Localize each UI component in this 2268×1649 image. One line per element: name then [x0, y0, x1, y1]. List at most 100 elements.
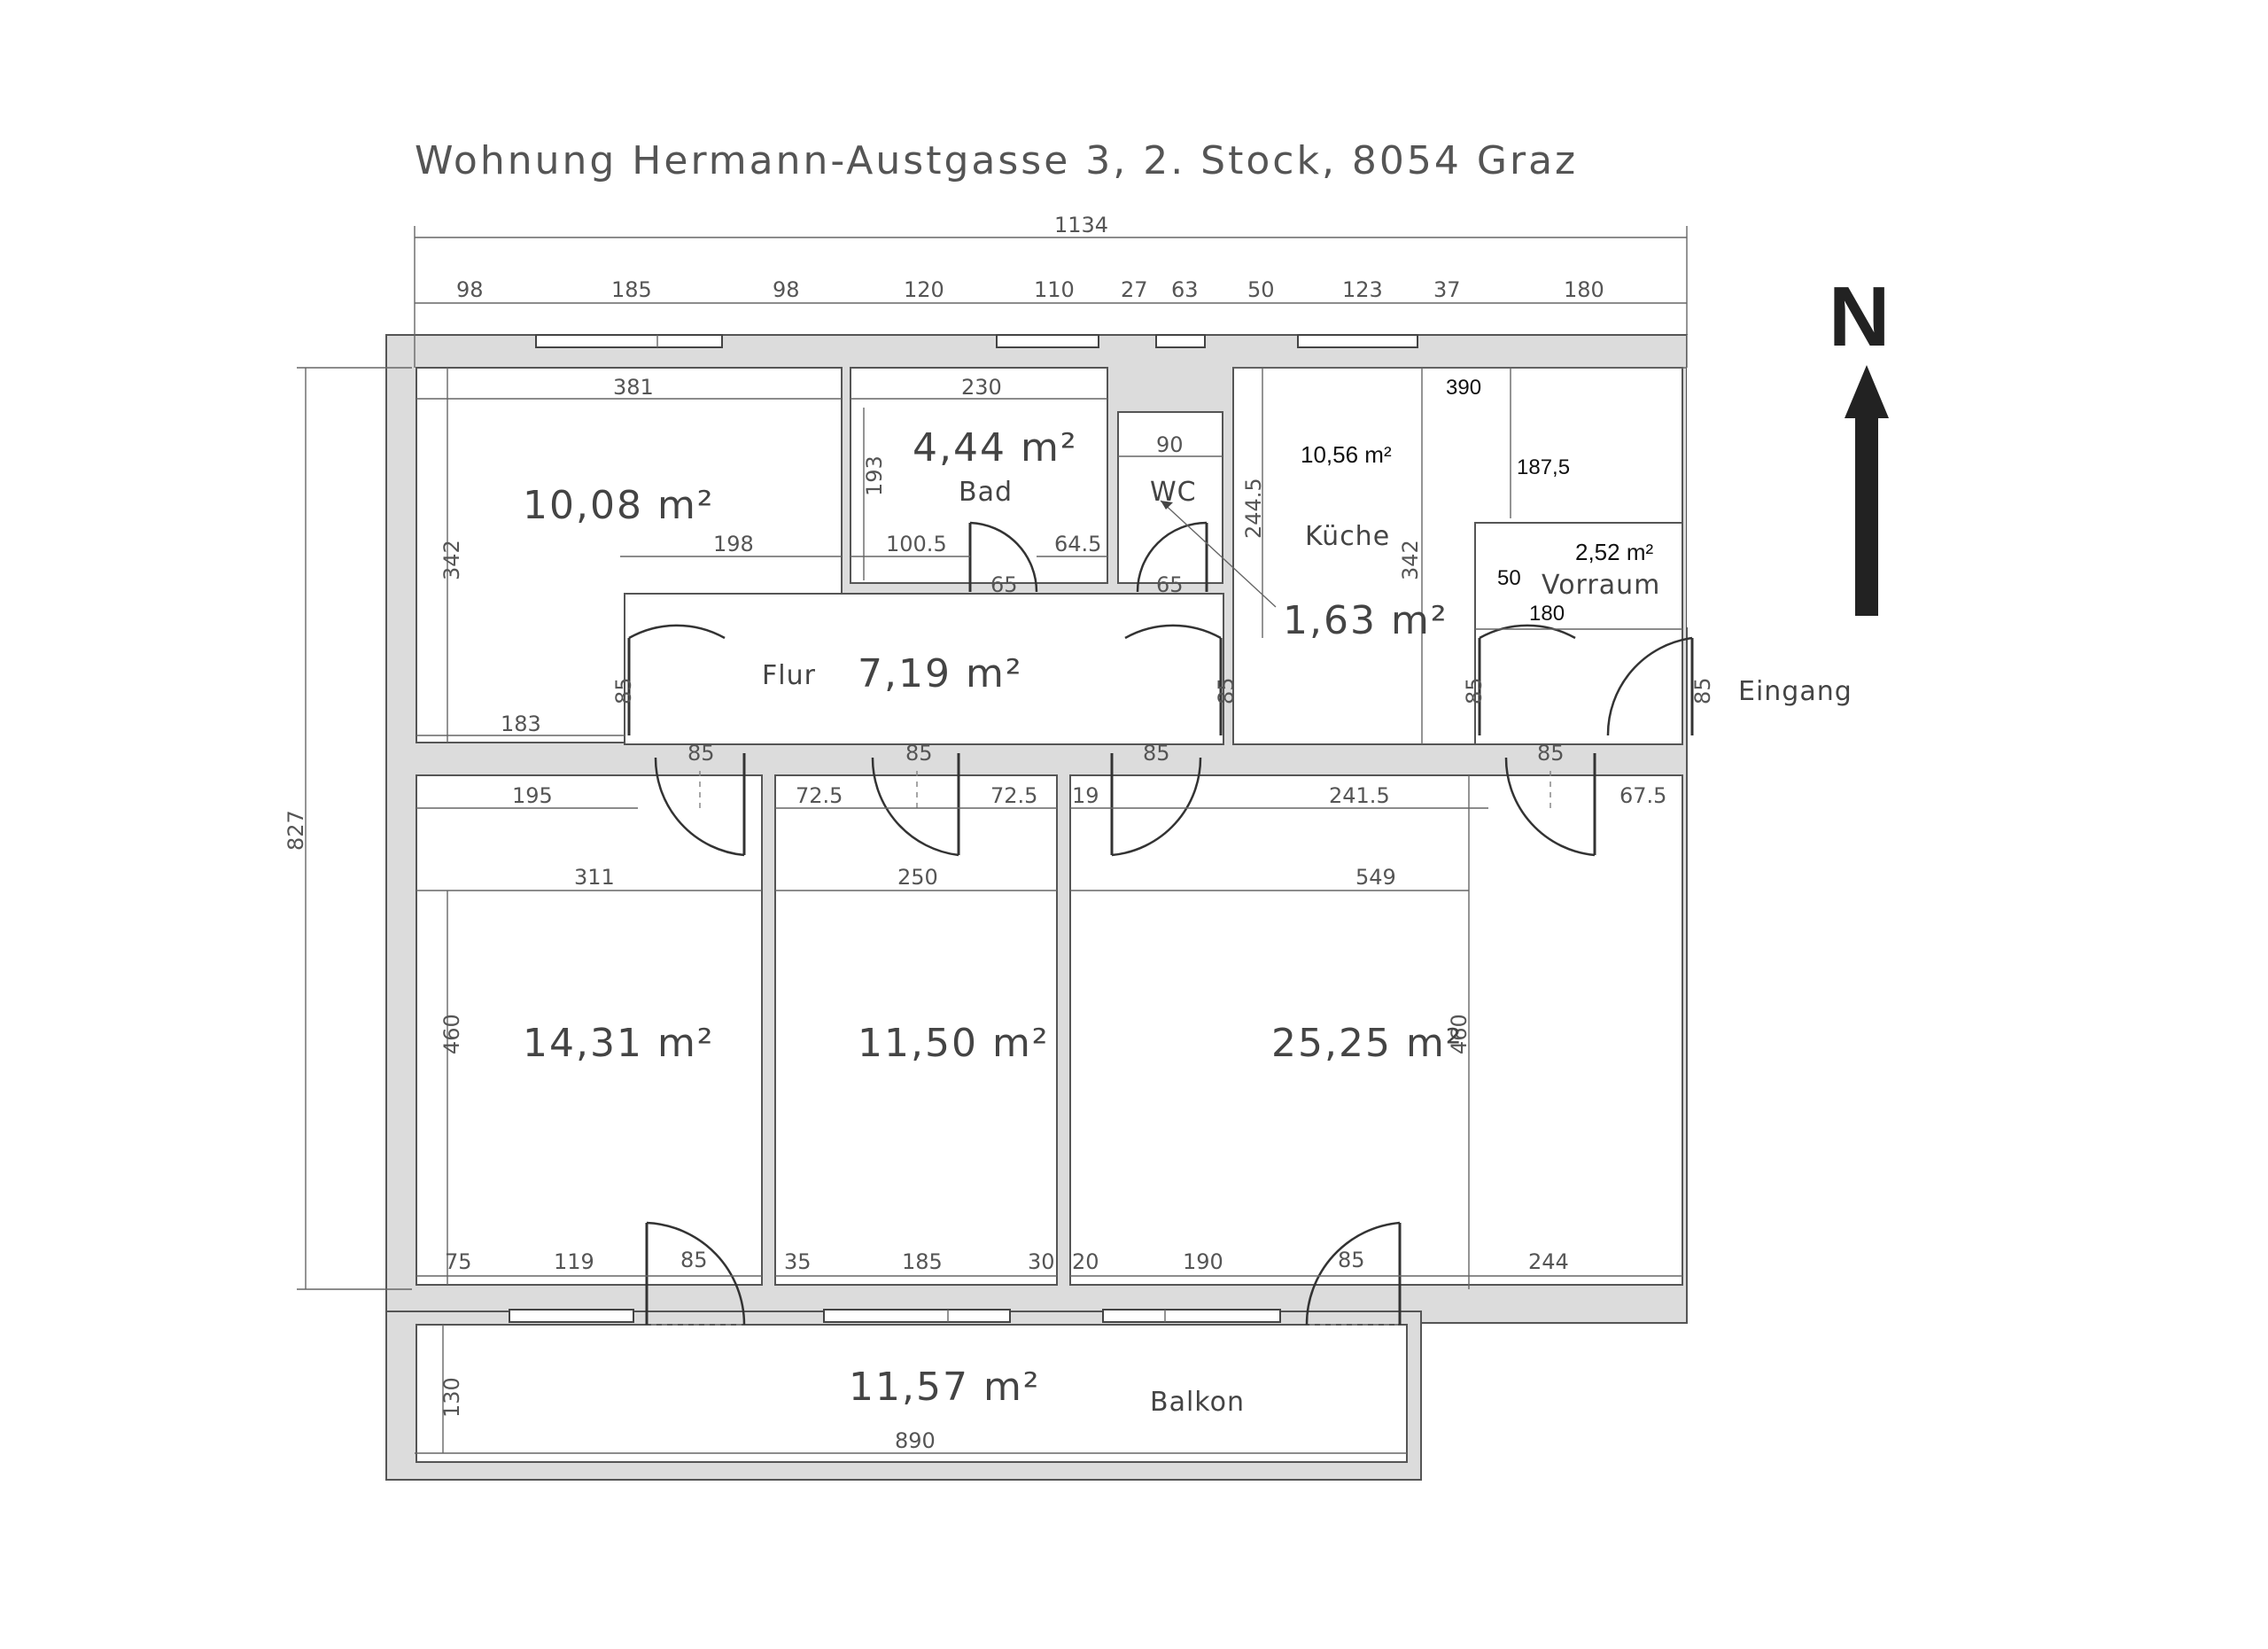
- flur-floor: [624, 593, 1224, 745]
- door-wc: [1136, 521, 1208, 593]
- dim-se-depth: 460: [1447, 1014, 1472, 1054]
- dim-kueche-depth-typed: 187,5: [1517, 455, 1570, 479]
- dim-se-width: 549: [1355, 865, 1396, 890]
- dim-top-8: 50: [1247, 277, 1275, 302]
- doors: [627, 500, 1694, 1326]
- dim-se-bottom-2: 190: [1183, 1249, 1223, 1274]
- dim-top-2: 185: [611, 277, 652, 302]
- flur-name: Flur: [762, 660, 816, 691]
- door-flur-kueche: [1124, 624, 1223, 735]
- bad-area: 4,44 m²: [913, 425, 1077, 471]
- room-sw-floor: [416, 774, 763, 1286]
- dim-door-6: 85: [905, 741, 933, 766]
- dim-nw-width: 381: [613, 375, 654, 400]
- dim-nw-bottom: 183: [501, 712, 541, 736]
- vorraum-floor: [1474, 522, 1683, 745]
- dim-mid-bottom-1: 35: [784, 1249, 812, 1274]
- door-sw-room: [654, 753, 746, 857]
- dim-kueche-left: 244.5: [1241, 478, 1266, 539]
- door-balkon-east: [1305, 1221, 1402, 1326]
- wc-name: WC: [1150, 477, 1197, 508]
- dim-se-top-1: 19: [1072, 783, 1099, 808]
- wc-floor: [1117, 411, 1223, 584]
- room-se-floor: [1069, 774, 1683, 1286]
- flur-area: 7,19 m²: [858, 651, 1022, 696]
- dim-mid-bottom-3: 30: [1028, 1249, 1055, 1274]
- room-nw-area: 10,08 m²: [523, 483, 714, 528]
- door-bad: [968, 521, 1038, 593]
- dimension-labels: 1134 827 98 185 98 120 110 27 63 50 123 …: [284, 213, 1715, 1453]
- wc-arrow: [1160, 500, 1277, 608]
- dim-door-10: 85: [1338, 1248, 1365, 1272]
- dimension-lines: [297, 226, 1688, 1454]
- room-middle-floor: [774, 774, 1058, 1286]
- dim-top-11: 180: [1564, 277, 1604, 302]
- dim-top-6: 27: [1121, 277, 1148, 302]
- door-balkon-west: [645, 1221, 746, 1326]
- wc-area: 1,63 m²: [1283, 598, 1448, 643]
- dim-bad-left: 100.5: [886, 532, 947, 556]
- dim-door-9: 85: [680, 1248, 708, 1272]
- dim-door-4: 85: [1690, 677, 1715, 704]
- entrance-label: Eingang: [1738, 676, 1852, 707]
- dim-top-5: 110: [1034, 277, 1075, 302]
- dim-kueche-width-typed: 390: [1446, 376, 1481, 400]
- dim-mid-bottom-2: 185: [902, 1249, 943, 1274]
- dim-top-10: 37: [1433, 277, 1461, 302]
- dim-door-5: 85: [687, 741, 715, 766]
- dim-mid-top-2: 72.5: [990, 783, 1037, 808]
- window-bad: [996, 334, 1099, 348]
- dim-top-9: 123: [1342, 277, 1383, 302]
- door-entrance: [1606, 636, 1694, 736]
- dim-bad-width: 230: [961, 375, 1002, 400]
- door-vorraum-inner: [1478, 624, 1576, 735]
- dim-sw-depth: 460: [439, 1014, 464, 1054]
- window-kueche: [1297, 334, 1418, 348]
- dim-mid-width: 250: [897, 865, 938, 890]
- dim-wc-width: 90: [1156, 432, 1184, 457]
- dim-bad-depth: 193: [862, 455, 887, 496]
- dim-door-3: 85: [1462, 677, 1487, 704]
- dim-overall-depth: 827: [284, 810, 308, 851]
- dim-vorraum-width-typed: 180: [1529, 602, 1565, 626]
- balkon-area: 11,57 m²: [849, 1365, 1040, 1410]
- balkon-floor: [416, 1324, 1408, 1463]
- dim-top-7: 63: [1171, 277, 1199, 302]
- dim-kueche-right: 342: [1398, 540, 1423, 580]
- balkon-name: Balkon: [1150, 1387, 1245, 1418]
- dim-sw-bottom-2: 119: [554, 1249, 594, 1274]
- dim-nw-depth: 342: [439, 540, 464, 580]
- dim-bad-door: 65: [990, 572, 1018, 597]
- dim-wc-door: 65: [1156, 572, 1184, 597]
- dim-door-7: 85: [1143, 741, 1170, 766]
- dim-sw-width: 311: [574, 865, 615, 890]
- room-middle-area: 11,50 m²: [858, 1021, 1049, 1066]
- dim-balkon-width: 890: [895, 1428, 936, 1453]
- room-se-area: 25,25 m²: [1271, 1021, 1463, 1066]
- dim-top-3: 98: [773, 277, 800, 302]
- dim-sw-bottom-1: 75: [445, 1249, 472, 1274]
- dim-balkon-depth: 130: [439, 1377, 464, 1418]
- dim-door-2: 85: [1214, 677, 1239, 704]
- dim-se-top-3: 67.5: [1619, 783, 1666, 808]
- dim-se-top-2: 241.5: [1329, 783, 1390, 808]
- window-middle: [823, 1309, 1011, 1323]
- dim-door-8: 85: [1537, 741, 1565, 766]
- dim-mid-top-1: 72.5: [796, 783, 843, 808]
- door-nw-room: [627, 624, 726, 735]
- bad-name: Bad: [959, 477, 1013, 508]
- dim-sw-top: 195: [512, 783, 553, 808]
- window-se: [1102, 1309, 1281, 1323]
- windows: [509, 334, 1418, 1323]
- window-nw: [535, 334, 723, 348]
- vorraum-area: 2,52 m²: [1575, 539, 1653, 565]
- dim-door-1: 85: [611, 677, 636, 704]
- dim-top-1: 98: [456, 277, 484, 302]
- door-vorraum-south: [1504, 753, 1596, 857]
- room-labels: 10,08 m² 4,44 m² Bad 1,63 m² WC 10,56 m²…: [523, 425, 1659, 1418]
- kueche-name: Küche: [1305, 521, 1390, 552]
- room-sw-area: 14,31 m²: [523, 1021, 714, 1066]
- dim-se-bottom-4: 244: [1528, 1249, 1569, 1274]
- kueche-area: 10,56 m²: [1301, 441, 1392, 468]
